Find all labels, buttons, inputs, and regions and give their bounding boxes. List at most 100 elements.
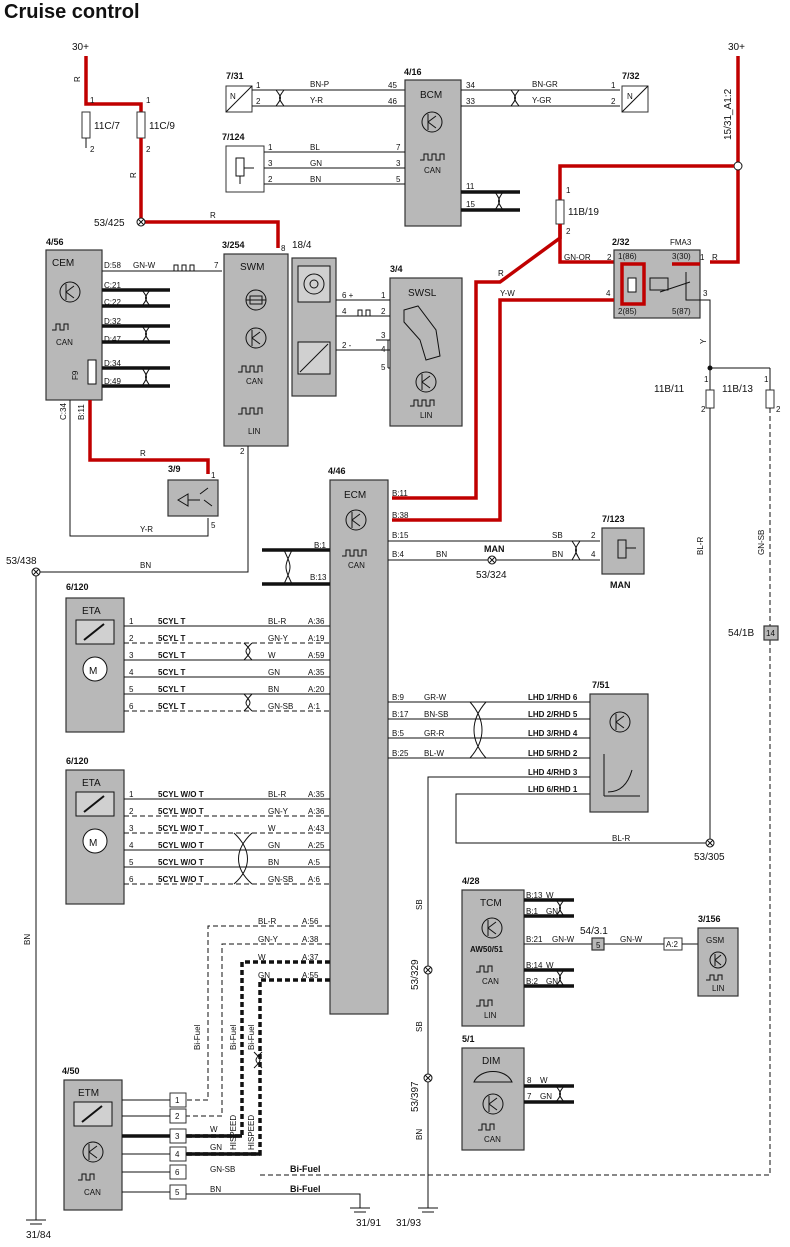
eta-ecm-pin: A:5	[308, 858, 321, 867]
comp-428-label: 4/28	[462, 876, 480, 886]
svg-text:BN-P: BN-P	[310, 80, 329, 89]
eta-variant: 5CYL W/O T	[158, 875, 204, 884]
svg-text:BN-GR: BN-GR	[532, 80, 558, 89]
svg-text:W: W	[540, 1076, 548, 1085]
supply-wire-left	[84, 56, 143, 120]
ref-54-3-1: 54/3.1	[580, 926, 608, 937]
svg-text:LIN: LIN	[712, 984, 725, 993]
eta-pin: 5	[129, 685, 134, 694]
pedal-side-pin: LHD 6/RHD 1	[528, 785, 578, 794]
etm-pin-number: 6	[175, 1168, 180, 1177]
eta-ecm-pin: A:35	[308, 790, 325, 799]
supply-right-label: 30+	[728, 42, 745, 53]
eta-ecm-pin: A:19	[308, 634, 325, 643]
switch-3-9	[167, 479, 219, 517]
svg-text:Y-R: Y-R	[140, 525, 153, 534]
eta-pin: 2	[129, 807, 134, 816]
comp-3156-label: 3/156	[698, 914, 721, 924]
ground-53-324-label: 53/324	[476, 570, 507, 581]
ground-31-91-label: 31/91	[356, 1218, 381, 1229]
fuse-11c9	[136, 111, 146, 139]
svg-text:1: 1	[268, 143, 273, 152]
svg-text:BN: BN	[23, 934, 32, 945]
pedal-sensor-751	[589, 693, 649, 813]
fuse-11b11-label: 11B/11	[654, 384, 685, 395]
svg-text:3: 3	[268, 159, 273, 168]
svg-text:B:15: B:15	[392, 531, 409, 540]
svg-text:2: 2	[256, 97, 261, 106]
eta-variant: 5CYL T	[158, 685, 186, 694]
pedal-side-pin: LHD 3/RHD 4	[528, 729, 578, 738]
ecm-a-pin: A:37	[302, 953, 319, 962]
comp-184-label: 18/4	[292, 240, 312, 251]
svg-text:2: 2	[381, 307, 386, 316]
fuse-11c7	[81, 111, 91, 139]
svg-text:Bi-Fuel: Bi-Fuel	[247, 1024, 256, 1050]
svg-text:1: 1	[90, 96, 95, 105]
ref-15-31-label: 15/31_A1:2	[723, 88, 734, 140]
module-swm	[223, 253, 289, 447]
wire-yw-ecm-b38	[392, 298, 614, 522]
svg-text:SB: SB	[415, 1021, 424, 1032]
svg-text:2 -: 2 -	[342, 341, 352, 350]
comp-456-label: 4/56	[46, 237, 64, 247]
svg-text:CAN: CAN	[84, 1188, 101, 1197]
svg-text:6 +: 6 +	[342, 291, 354, 300]
svg-text:Y-R: Y-R	[310, 96, 323, 105]
svg-text:2(85): 2(85)	[618, 307, 637, 316]
svg-text:2: 2	[566, 227, 571, 236]
tcm-wire-color: W	[546, 961, 554, 970]
fuse-11c7-label: 11C/7	[94, 121, 120, 132]
svg-text:SWM: SWM	[240, 262, 264, 273]
eta-wire-color: GN-SB	[268, 875, 293, 884]
svg-text:CAN: CAN	[482, 977, 499, 986]
svg-text:5: 5	[596, 941, 601, 950]
fuse-11b19	[555, 199, 565, 225]
eta-variant: 5CYL W/O T	[158, 824, 204, 833]
svg-text:BL-R: BL-R	[696, 537, 705, 555]
svg-text:N: N	[627, 92, 633, 101]
supply-left-label: 30+	[72, 42, 89, 53]
eta-wire-color: BL-R	[268, 790, 286, 799]
eta-wire-color: BN	[268, 858, 279, 867]
svg-text:8: 8	[281, 244, 286, 253]
wire-bn-ground	[40, 446, 249, 573]
pedal-wire-color: BL-W	[424, 749, 444, 758]
svg-text:F9: F9	[71, 370, 80, 380]
eta-pin: 4	[129, 668, 134, 677]
eta-ecm-pin: A:43	[308, 824, 325, 833]
svg-text:BCM: BCM	[420, 90, 442, 101]
svg-text:D:47: D:47	[104, 335, 121, 344]
module-ecm	[329, 479, 389, 1015]
etm-pin-number: 3	[175, 1132, 180, 1141]
comp-450-label: 4/50	[62, 1066, 80, 1076]
eta-ecm-pin: A:36	[308, 617, 325, 626]
supply-wire-right	[710, 56, 740, 264]
fuse-11b13	[765, 389, 775, 409]
svg-text:D:32: D:32	[104, 317, 121, 326]
ecm-a-color: W	[258, 953, 266, 962]
svg-text:4: 4	[591, 550, 596, 559]
eta-pin: 6	[129, 702, 134, 711]
eta-wire-color: GN-Y	[268, 634, 289, 643]
svg-text:B:1: B:1	[314, 541, 327, 550]
svg-text:5: 5	[381, 363, 386, 372]
svg-text:GSM: GSM	[706, 936, 725, 945]
comp-731-label: 7/31	[226, 71, 244, 81]
svg-text:1: 1	[700, 253, 705, 262]
pedal-wire-color: BN-SB	[424, 710, 448, 719]
svg-text:B:4: B:4	[392, 550, 405, 559]
svg-text:GN: GN	[210, 1143, 222, 1152]
eta-ecm-pin: A:36	[308, 807, 325, 816]
pedal-ecm-pin: B:5	[392, 729, 405, 738]
svg-text:7: 7	[214, 261, 219, 270]
svg-text:1: 1	[211, 471, 216, 480]
ground-31-84-label: 31/84	[26, 1230, 51, 1241]
eta-variant: 5CYL T	[158, 668, 186, 677]
eta-variant: 5CYL T	[158, 651, 186, 660]
etm-pin-number: 2	[175, 1112, 180, 1121]
comp-39-label: 3/9	[168, 464, 181, 474]
ground-53-397-label: 53/397	[410, 1081, 421, 1112]
tcm-wire-color: GN-W	[552, 935, 575, 944]
ground-53-438-label: 53/438	[6, 556, 37, 567]
